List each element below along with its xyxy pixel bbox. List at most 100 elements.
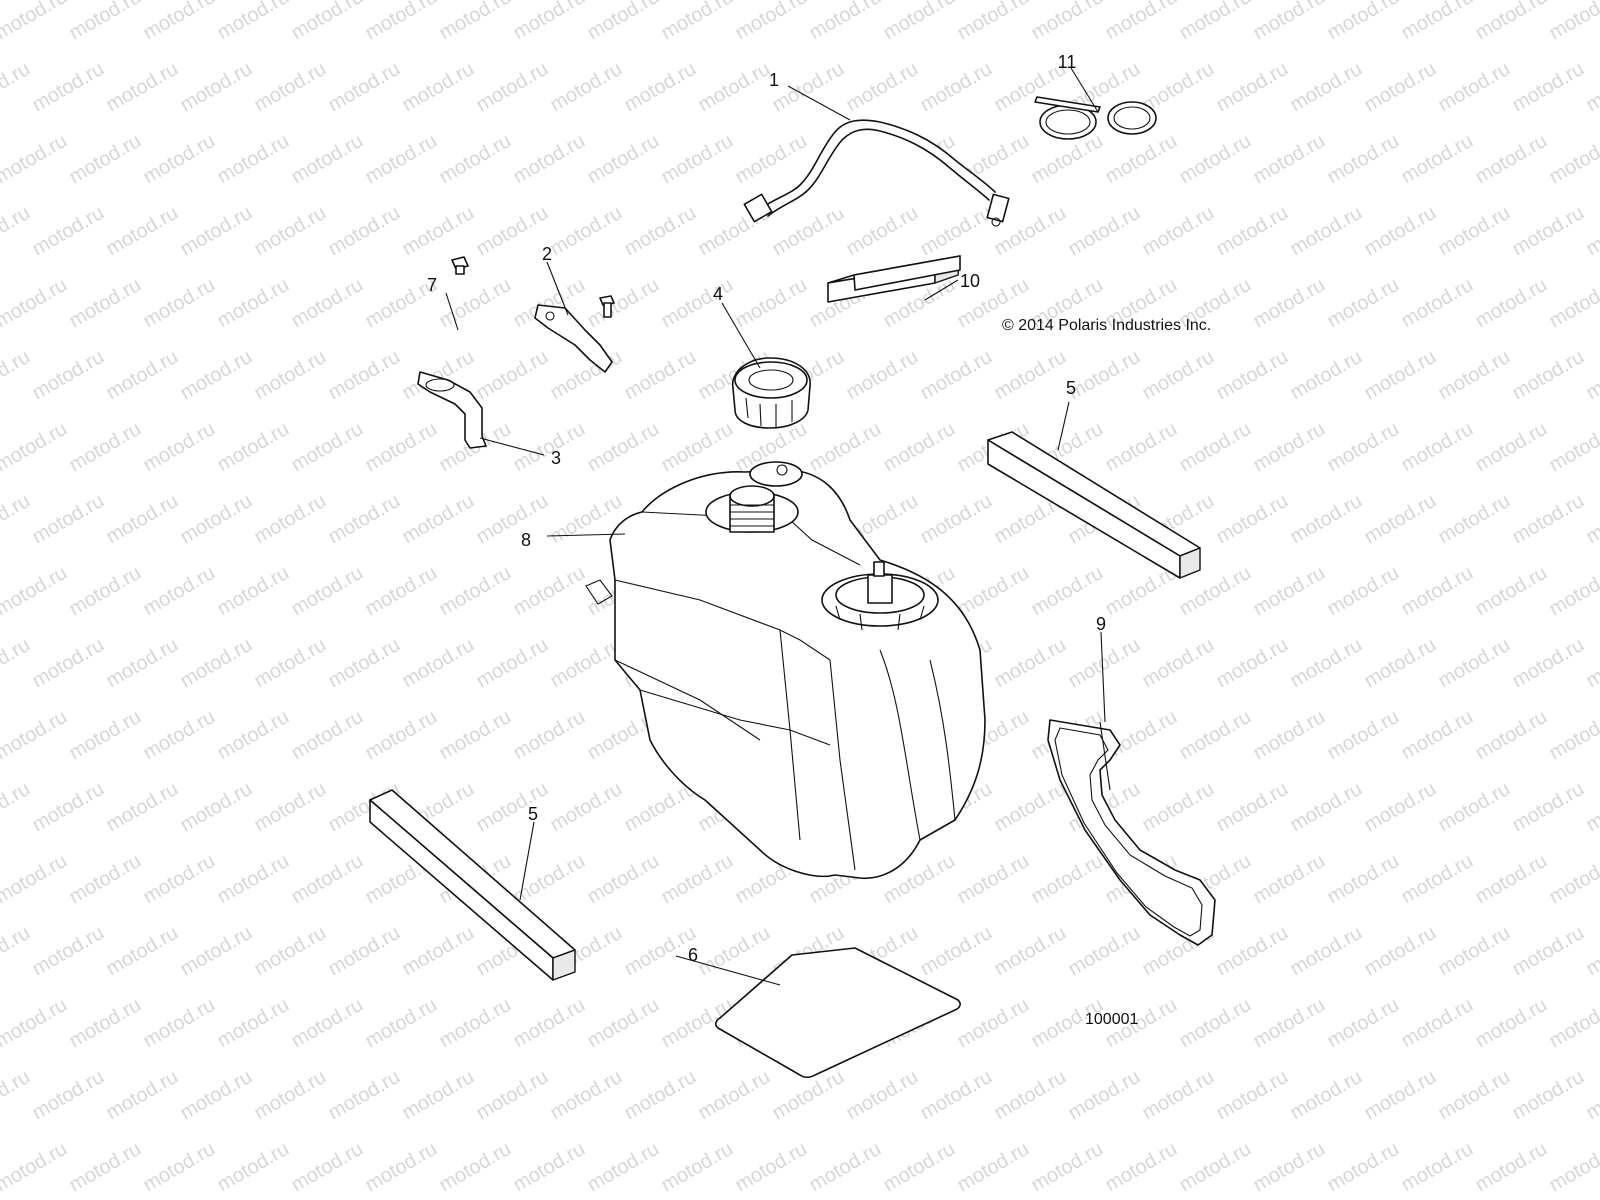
watermark-text: motod.ru xyxy=(1028,562,1107,621)
watermark-text: motod.ru xyxy=(1250,274,1329,333)
watermark-text: motod.ru xyxy=(362,562,441,621)
watermark-text: motod.ru xyxy=(251,58,330,117)
watermark-text: motod.ru xyxy=(880,0,959,44)
watermark-text: motod.ru xyxy=(473,202,552,261)
watermark-text: motod.ru xyxy=(214,994,293,1053)
part-2-bracket xyxy=(534,295,615,373)
watermark-text: motod.ru xyxy=(917,922,996,981)
watermark-text: motod.ru xyxy=(0,850,71,909)
part-8-hose xyxy=(1047,719,1216,946)
watermark-text: motod.ru xyxy=(0,634,34,693)
watermark-text: motod.ru xyxy=(1324,994,1403,1053)
watermark-text: motod.ru xyxy=(621,58,700,117)
watermark-text: motod.ru xyxy=(1546,418,1600,477)
watermark-text: motod.ru xyxy=(1213,922,1292,981)
watermark-text: motod.ru xyxy=(1139,778,1218,837)
watermark-text: motod.ru xyxy=(0,1138,71,1197)
watermark-text: motod.ru xyxy=(695,58,774,117)
watermark-text: motod.ru xyxy=(1472,274,1551,333)
watermark-text: motod.ru xyxy=(1472,1138,1551,1197)
watermark-text: motod.ru xyxy=(843,202,922,261)
watermark-text: motod.ru xyxy=(1583,490,1600,549)
watermark-text: motod.ru xyxy=(1102,0,1181,44)
watermark-text: motod.ru xyxy=(917,58,996,117)
watermark-text: motod.ru xyxy=(584,274,663,333)
part-7-bolt xyxy=(451,256,469,275)
watermark-text: motod.ru xyxy=(658,130,737,189)
watermark-text: motod.ru xyxy=(1250,994,1329,1053)
watermark-text: motod.ru xyxy=(584,850,663,909)
watermark-text: motod.ru xyxy=(510,850,589,909)
watermark-text: motod.ru xyxy=(140,0,219,44)
watermark-text: motod.ru xyxy=(1287,1066,1366,1125)
callout-5-upper: 5 xyxy=(1066,378,1076,398)
callout-7: 7 xyxy=(427,275,437,295)
watermark-text: motod.ru xyxy=(584,130,663,189)
watermark-text: motod.ru xyxy=(917,202,996,261)
watermark-text: motod.ru xyxy=(658,850,737,909)
watermark-text: motod.ru xyxy=(1213,202,1292,261)
watermark-text: motod.ru xyxy=(1213,1066,1292,1125)
watermark-text: motod.ru xyxy=(584,418,663,477)
watermark-text: motod.ru xyxy=(1028,1138,1107,1197)
watermark-text: motod.ru xyxy=(1065,922,1144,981)
watermark-text: motod.ru xyxy=(510,0,589,44)
watermark-text: motod.ru xyxy=(1361,922,1440,981)
part-6-pad xyxy=(715,947,961,1079)
watermark-text: motod.ru xyxy=(177,202,256,261)
watermark-text: motod.ru xyxy=(917,490,996,549)
callout-5-lower: 5 xyxy=(528,804,538,824)
callout-4: 4 xyxy=(713,284,723,304)
watermark-text: motod.ru xyxy=(436,0,515,44)
watermark-text: motod.ru xyxy=(325,346,404,405)
watermark-text: motod.ru xyxy=(547,634,626,693)
watermark-text: motod.ru xyxy=(1509,922,1588,981)
watermark-text: motod.ru xyxy=(1361,778,1440,837)
watermark-text: motod.ru xyxy=(29,922,108,981)
watermark-text: motod.ru xyxy=(140,418,219,477)
watermark-text: motod.ru xyxy=(362,994,441,1053)
watermark-text: motod.ru xyxy=(140,1138,219,1197)
watermark-text: motod.ru xyxy=(325,202,404,261)
watermark-text: motod.ru xyxy=(917,1066,996,1125)
watermark-text: motod.ru xyxy=(1472,562,1551,621)
watermark-text: motod.ru xyxy=(103,634,182,693)
watermark-text: motod.ru xyxy=(1287,634,1366,693)
watermark-text: motod.ru xyxy=(880,418,959,477)
watermark-text: motod.ru xyxy=(1472,418,1551,477)
watermark-text: motod.ru xyxy=(621,1066,700,1125)
watermark-text: motod.ru xyxy=(0,490,34,549)
watermark-text: motod.ru xyxy=(1435,490,1514,549)
watermark-text: motod.ru xyxy=(1398,562,1477,621)
watermark-text: motod.ru xyxy=(1250,706,1329,765)
watermark-text: motod.ru xyxy=(103,1066,182,1125)
watermark-text: motod.ru xyxy=(547,1066,626,1125)
watermark-text: motod.ru xyxy=(177,490,256,549)
watermark-text: motod.ru xyxy=(473,1066,552,1125)
watermark-text: motod.ru xyxy=(1139,1066,1218,1125)
watermark-text: motod.ru xyxy=(843,58,922,117)
watermark-text: motod.ru xyxy=(1213,58,1292,117)
watermark-text: motod.ru xyxy=(177,58,256,117)
watermark-text: motod.ru xyxy=(510,418,589,477)
callout-6: 6 xyxy=(688,945,698,965)
watermark-text: motod.ru xyxy=(991,1066,1070,1125)
watermark-text: motod.ru xyxy=(1546,706,1600,765)
leader-lines xyxy=(445,67,1106,986)
watermark-text: motod.ru xyxy=(214,418,293,477)
watermark-text: motod.ru xyxy=(1472,0,1551,44)
watermark-text: motod.ru xyxy=(177,1066,256,1125)
watermark-text: motod.ru xyxy=(510,1138,589,1197)
watermark-text: motod.ru xyxy=(288,274,367,333)
watermark-text: motod.ru xyxy=(103,346,182,405)
callout-8: 9 xyxy=(1096,614,1106,634)
watermark-text: motod.ru xyxy=(140,130,219,189)
watermark-text: motod.ru xyxy=(436,994,515,1053)
watermark-text: motod.ru xyxy=(1028,0,1107,44)
watermark-text: motod.ru xyxy=(29,1066,108,1125)
watermark-text: motod.ru xyxy=(1324,706,1403,765)
watermark-text: motod.ru xyxy=(1583,1066,1600,1125)
watermark-text: motod.ru xyxy=(288,994,367,1053)
watermark-text: motod.ru xyxy=(1472,706,1551,765)
watermark-text: motod.ru xyxy=(806,0,885,44)
